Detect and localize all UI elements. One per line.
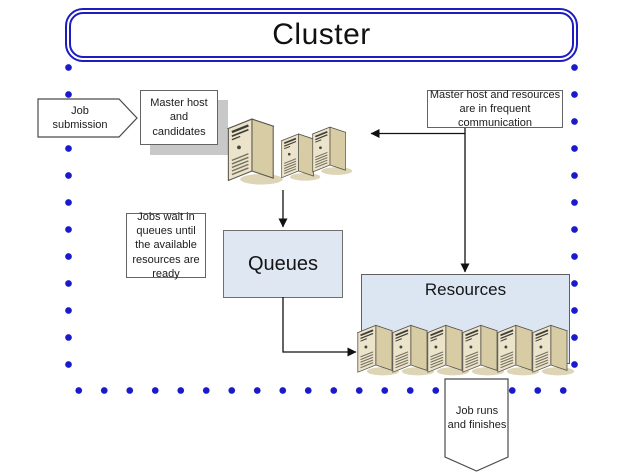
communication-label: Master host and resources are in frequen… bbox=[429, 88, 561, 130]
jobs-wait-annotation: Jobs wait in queues until the available … bbox=[126, 210, 206, 280]
dotted-border-right bbox=[570, 54, 579, 380]
job-submission-shape: Job submission bbox=[37, 98, 139, 138]
server-tower-icon bbox=[311, 126, 354, 176]
cluster-title: Cluster bbox=[272, 18, 371, 51]
queues-box: Queues bbox=[223, 230, 343, 298]
resources-box: Resources bbox=[361, 274, 570, 364]
cluster-title-box: Cluster bbox=[65, 8, 578, 62]
banner-shape bbox=[444, 378, 509, 472]
queues-label: Queues bbox=[247, 252, 319, 275]
job-submission-label: Job submission bbox=[52, 104, 108, 131]
resources-label: Resources bbox=[424, 280, 507, 299]
dotted-border-left bbox=[64, 54, 73, 380]
job-runs-label: Job runs and finishes bbox=[447, 405, 507, 432]
pentagon-shape bbox=[37, 98, 138, 138]
communication-annotation: Master host and resources are in frequen… bbox=[427, 88, 563, 130]
dotted-border-bottom bbox=[66, 386, 580, 395]
jobs-wait-label: Jobs wait in queues until the available … bbox=[132, 210, 200, 280]
master-host-label: Master host and candidates bbox=[150, 97, 208, 138]
server-tower-icon bbox=[280, 133, 322, 182]
master-host-annotation: Master host and candidates bbox=[140, 90, 218, 145]
job-runs-banner: Job runs and finishes bbox=[444, 378, 510, 473]
queues-to-resources-arrow bbox=[282, 297, 357, 357]
server-tower-icon bbox=[227, 117, 284, 186]
